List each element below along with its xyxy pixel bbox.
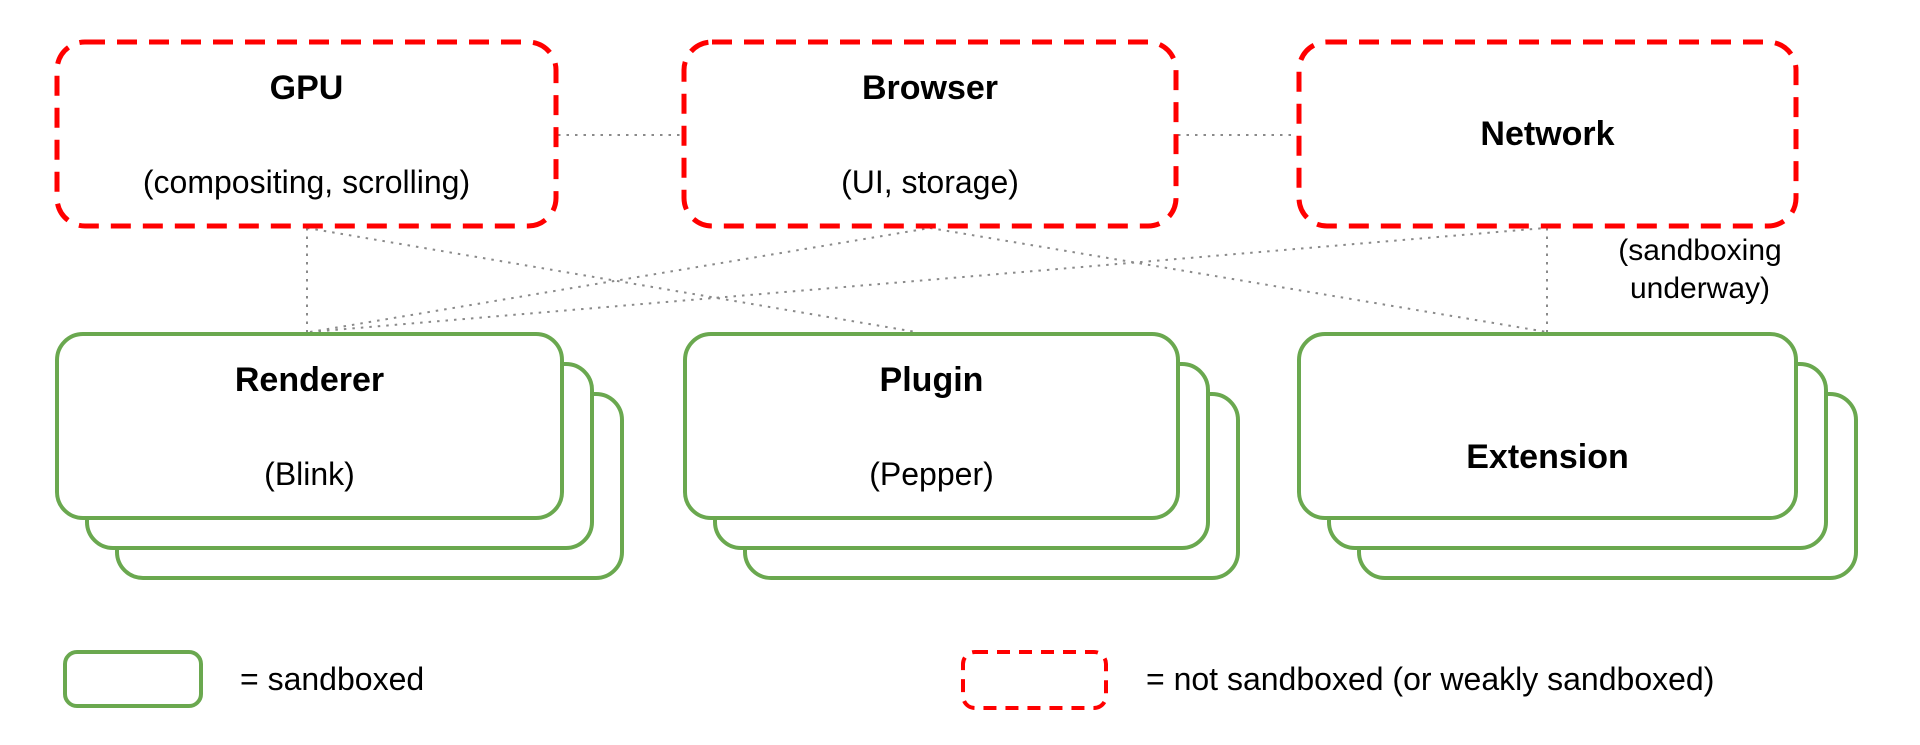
legend-not-sandboxed-label: = not sandboxed (or weakly sandboxed): [1146, 660, 1715, 697]
gpu-subtitle: (compositing, scrolling): [142, 163, 471, 200]
legend-sandboxed-swatch: [63, 650, 203, 708]
plugin-title: Plugin: [879, 360, 984, 399]
legend-sandboxed-label: = sandboxed: [240, 660, 425, 697]
extension-title: Extension: [1466, 438, 1629, 476]
connector-renderer-network: [309, 227, 1546, 333]
renderer-box-label: Renderer (Blink): [55, 332, 564, 520]
network-box-label: Network: [1297, 40, 1798, 228]
browser-box: [681, 39, 1179, 229]
browser-title: Browser: [861, 68, 999, 107]
connector-gpu-plugin: [306, 227, 917, 333]
plugin-box: [683, 332, 1180, 520]
gpu-box: [54, 39, 559, 229]
extension-box: [1297, 332, 1798, 520]
legend-not-sandboxed-swatch: [961, 650, 1108, 710]
network-sandboxing-note: (sandboxing underway): [1618, 234, 1782, 305]
browser-subtitle: (UI, storage): [841, 163, 1019, 200]
extension-box-label: Extension: [1297, 332, 1798, 520]
connector-renderer-browser: [309, 227, 931, 333]
browser-box-label: Browser (UI, storage): [682, 40, 1178, 228]
plugin-subtitle: (Pepper): [869, 455, 994, 492]
gpu-box-label: GPU (compositing, scrolling): [55, 40, 558, 228]
connector-browser-extension: [929, 227, 1548, 333]
network-title: Network: [1480, 115, 1615, 153]
plugin-box-label: Plugin (Pepper): [683, 332, 1180, 520]
renderer-box: [55, 332, 564, 520]
renderer-subtitle: (Blink): [264, 455, 355, 492]
renderer-title: Renderer: [234, 360, 385, 399]
gpu-title: GPU: [269, 68, 344, 107]
network-box: [1296, 39, 1799, 229]
